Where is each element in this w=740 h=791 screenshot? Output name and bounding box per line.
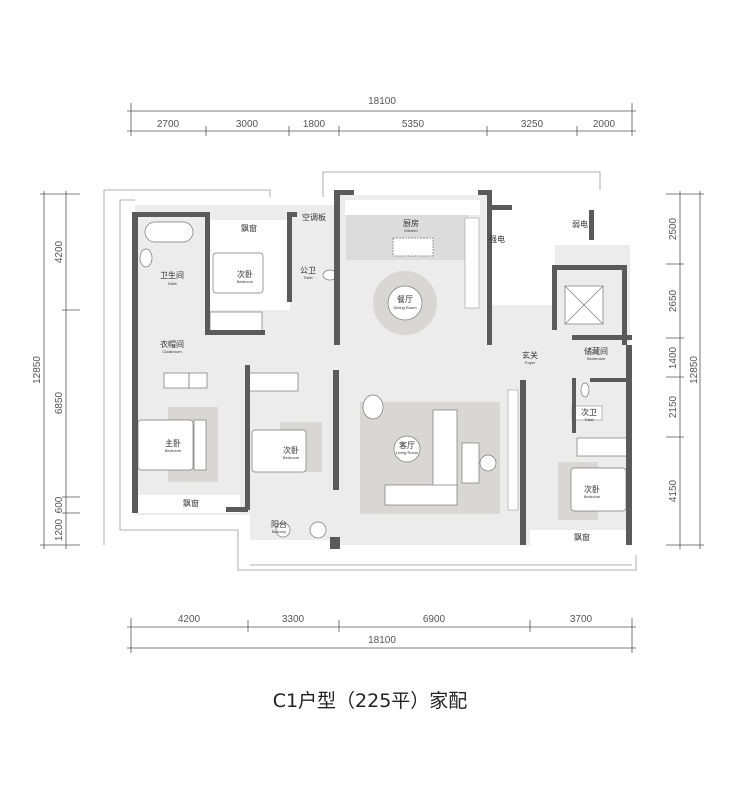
- sofa-icon: [432, 409, 458, 493]
- left-dimension: [40, 191, 80, 549]
- wardrobe-icon: [247, 372, 299, 392]
- room-label-en: Foyer: [525, 360, 536, 365]
- room-label-second-toilet: 次卫: [581, 407, 597, 417]
- room-label-en: Dining Room: [393, 305, 417, 310]
- top-dim: 2700: [157, 119, 180, 130]
- room-label-weak-electric: 弱电: [572, 219, 588, 229]
- bottom-total-dim: 18100: [368, 635, 396, 646]
- left-dim: 6850: [54, 391, 65, 414]
- top-dim: 3000: [236, 119, 259, 130]
- room-label-bedroom: 次卧: [283, 445, 299, 455]
- room-label-master-bedroom: 主卧: [165, 438, 181, 448]
- bed-icon: [251, 429, 307, 473]
- room-label-en: Toilet: [167, 281, 177, 286]
- room-label-strong-electric: 强电: [489, 234, 505, 244]
- room-label-bay-window: 飘窗: [183, 498, 199, 508]
- wardrobe-icon: [576, 437, 628, 457]
- room-label-en: Storeroom: [587, 356, 606, 361]
- shoe-cabinet-icon: [507, 389, 519, 511]
- top-dim: 2000: [593, 119, 616, 130]
- room-label-cloakroom: 衣帽间: [160, 339, 184, 349]
- room-label-en: Cloakroom: [162, 349, 182, 354]
- room-label-en: Bedroom: [283, 455, 300, 460]
- bed-icon: [212, 252, 264, 294]
- room-label-en: Toilet: [303, 275, 313, 280]
- right-dim: 1400: [668, 346, 679, 369]
- room-label-en: Living Room: [396, 450, 419, 455]
- room-label-en: Bedroom: [237, 279, 254, 284]
- bottom-dimension: [127, 618, 636, 653]
- side-table-icon: [393, 435, 421, 463]
- top-total-dim: 18100: [368, 96, 396, 107]
- bottom-dim: 4200: [178, 614, 201, 625]
- cabinet-icon: [188, 372, 208, 389]
- bottom-dim: 3700: [570, 614, 593, 625]
- right-dim: 2500: [668, 217, 679, 240]
- chair-icon: [309, 521, 327, 539]
- chair-icon: [479, 454, 497, 472]
- room-label-ac-board: 空调板: [302, 212, 326, 222]
- right-dim: 2650: [668, 289, 679, 312]
- kitchen-island-icon: [392, 237, 434, 257]
- room-label-en: Balcony: [272, 529, 286, 534]
- room-label-bay-window: 飘窗: [574, 532, 590, 542]
- room-label-living: 客厅: [399, 440, 415, 450]
- toilet-icon: [139, 248, 153, 268]
- sofa-icon: [384, 484, 458, 506]
- armchair-icon: [362, 394, 384, 420]
- right-dim: 4150: [668, 479, 679, 502]
- wardrobe-icon: [209, 311, 263, 333]
- bottom-dim: 6900: [423, 614, 446, 625]
- top-dim: 3250: [521, 119, 544, 130]
- washer-icon: [275, 522, 291, 538]
- bathtub-icon: [144, 221, 194, 243]
- room-label-kitchen: 厨房: [403, 218, 419, 228]
- toilet-icon: [580, 382, 590, 398]
- room-label-bedroom: 次卧: [584, 484, 600, 494]
- dining-table-icon: [387, 285, 423, 321]
- top-dim: 1800: [303, 119, 326, 130]
- bottom-dim: 3300: [282, 614, 305, 625]
- room-label-foyer: 玄关: [522, 350, 538, 360]
- top-dimension: [127, 103, 636, 136]
- room-label-en: Kitchen: [404, 228, 417, 233]
- room-label-bedroom: 次卧: [237, 269, 253, 279]
- top-dim: 5350: [402, 119, 425, 130]
- right-dimension: [666, 191, 704, 549]
- room-label-toilet: 卫生间: [160, 270, 184, 280]
- room-label-en: Toilet: [584, 417, 594, 422]
- room-label-dining: 餐厅: [397, 295, 413, 304]
- plan-title: C1户型（225平）家配: [272, 690, 468, 712]
- room-label-balcony: 阳台: [271, 519, 287, 529]
- left-dim: 4200: [54, 240, 65, 263]
- left-dim: 600: [54, 496, 65, 513]
- bench-icon: [193, 419, 207, 471]
- furniture: [137, 217, 628, 539]
- right-total-dim: 12850: [689, 356, 700, 384]
- fridge-cabinet-icon: [464, 217, 480, 309]
- room-label-en: Bedroom: [584, 494, 601, 499]
- walls: [132, 190, 632, 549]
- cabinet-icon: [163, 372, 190, 389]
- left-dim: 1200: [54, 518, 65, 541]
- coffee-table-icon: [461, 442, 480, 484]
- right-dim: 2150: [668, 395, 679, 418]
- room-label-en: Bedroom: [165, 448, 182, 453]
- room-label-storeroom: 储藏间: [584, 346, 608, 356]
- room-label-public-toilet: 公卫: [300, 266, 316, 275]
- left-total-dim: 12850: [32, 356, 43, 384]
- outer-outline: [103, 171, 637, 571]
- room-label-bay-window: 飘窗: [241, 223, 257, 233]
